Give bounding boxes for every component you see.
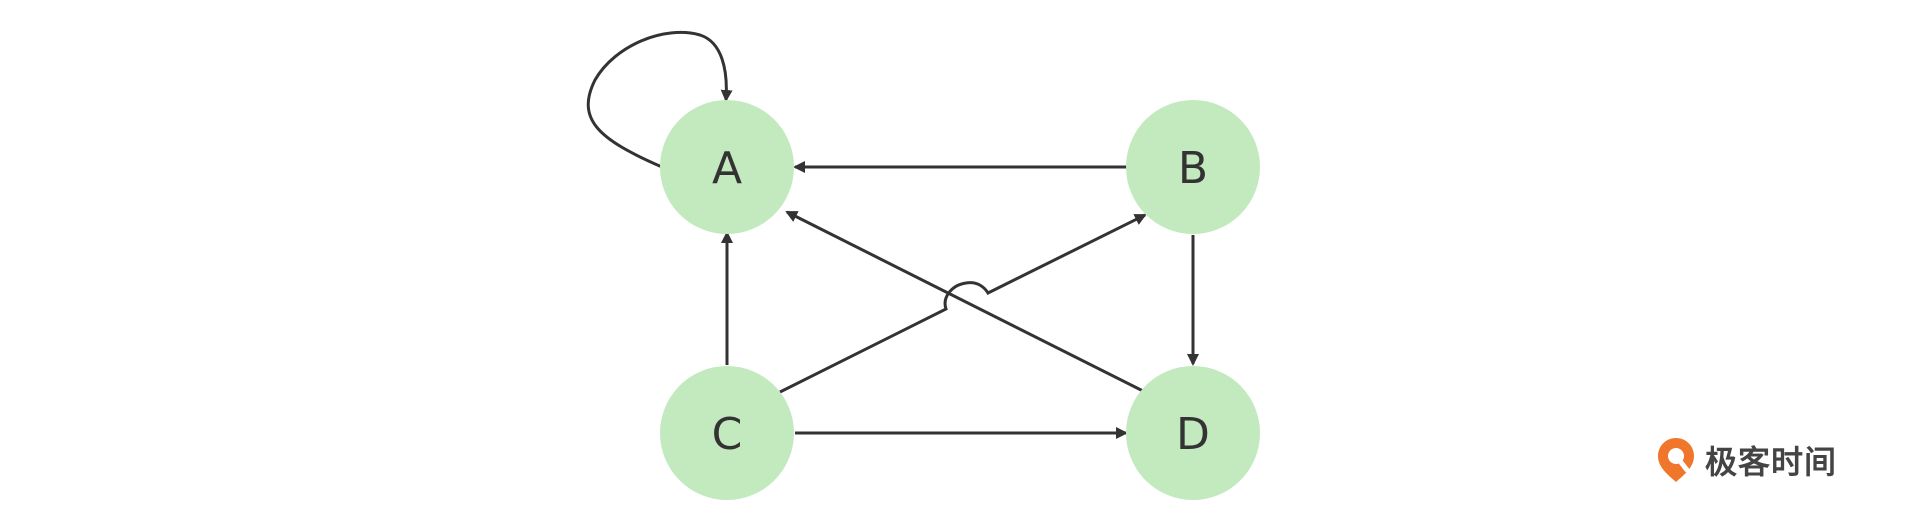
node-d-label: D <box>1176 409 1210 460</box>
watermark-logo: 极客时间 <box>1655 432 1837 488</box>
watermark-text: 极客时间 <box>1705 443 1838 481</box>
geektime-logo-icon <box>1658 438 1694 482</box>
edge-a-a <box>586 30 733 169</box>
node-a-label: A <box>712 143 742 194</box>
node-c: C <box>660 366 794 500</box>
node-b-label: B <box>1178 143 1208 194</box>
edge-c-b <box>779 213 1147 394</box>
node-d: D <box>1126 366 1260 500</box>
node-b: B <box>1126 100 1260 234</box>
edge-d-a <box>785 210 1144 393</box>
node-a: A <box>660 100 794 234</box>
node-c-label: C <box>712 409 743 460</box>
